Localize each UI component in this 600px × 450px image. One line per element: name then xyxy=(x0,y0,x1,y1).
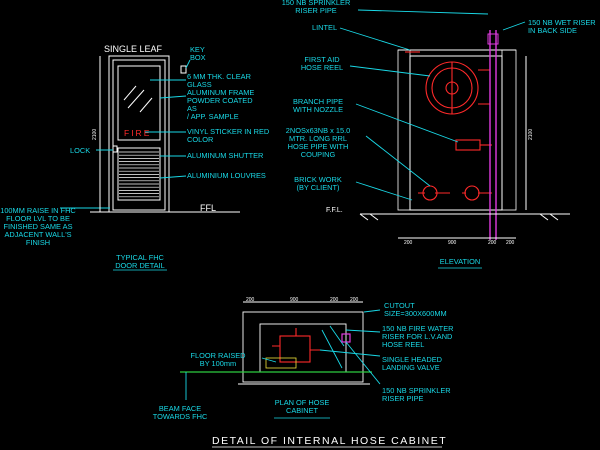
plan-dim-3: 200 xyxy=(330,297,339,303)
elev-dim-1: 200 xyxy=(404,240,413,246)
wall-right xyxy=(501,49,517,211)
elevation-ffl: F.F.L. xyxy=(326,207,343,214)
key-box-icon xyxy=(180,65,187,74)
lock-icon xyxy=(112,145,118,153)
glass-panel xyxy=(117,65,161,141)
plan-dim-4: 200 xyxy=(350,297,359,303)
lintel-label: LINTEL xyxy=(312,23,337,32)
height-dim: 2100 xyxy=(92,129,98,140)
plan-hose-reel xyxy=(279,335,311,363)
fire-sticker-text: FIRE xyxy=(124,128,151,138)
main-title: DETAIL OF INTERNAL HOSE CABINET xyxy=(212,435,447,447)
elev-height-dim: 2100 xyxy=(528,129,534,140)
elev-dim-4: 200 xyxy=(506,240,515,246)
plan-dim-2: 900 xyxy=(290,297,299,303)
ffl-label: FFL xyxy=(200,203,216,213)
door-leaf xyxy=(112,59,166,211)
door-heading: SINGLE LEAF xyxy=(104,44,163,54)
elev-dim-3: 200 xyxy=(488,240,497,246)
elevation-caption: ELEVATION xyxy=(440,257,480,266)
plan-view: 200 900 200 200 xyxy=(180,297,381,400)
louvre-panel xyxy=(117,147,161,201)
door-detail: SINGLE LEAF FIRE FFL 2100 xyxy=(60,44,240,213)
louvres xyxy=(119,151,159,198)
shutter-label: ALUMINUM SHUTTER xyxy=(187,151,263,160)
branch-pipe xyxy=(455,139,481,151)
lock-label: LOCK xyxy=(70,146,90,155)
louvres-label: ALUMINIUM LOUVRES xyxy=(187,171,266,180)
elevation-view: 200 900 200 200 2100 F.F.L. xyxy=(326,9,570,246)
plan-outline xyxy=(242,311,364,383)
plan-dim-1: 200 xyxy=(246,297,255,303)
brick-work-label: BRICK WORK(BY CLIENT) xyxy=(294,175,342,192)
landing-valve-2 xyxy=(464,185,480,201)
wall-left xyxy=(397,49,411,211)
glass-hatch xyxy=(127,89,145,109)
landing-valve-1 xyxy=(422,185,438,201)
glass-hatch xyxy=(123,85,137,101)
elev-dim-2: 900 xyxy=(448,240,457,246)
glass-hatch xyxy=(139,97,153,113)
cabinet-box xyxy=(409,55,503,211)
